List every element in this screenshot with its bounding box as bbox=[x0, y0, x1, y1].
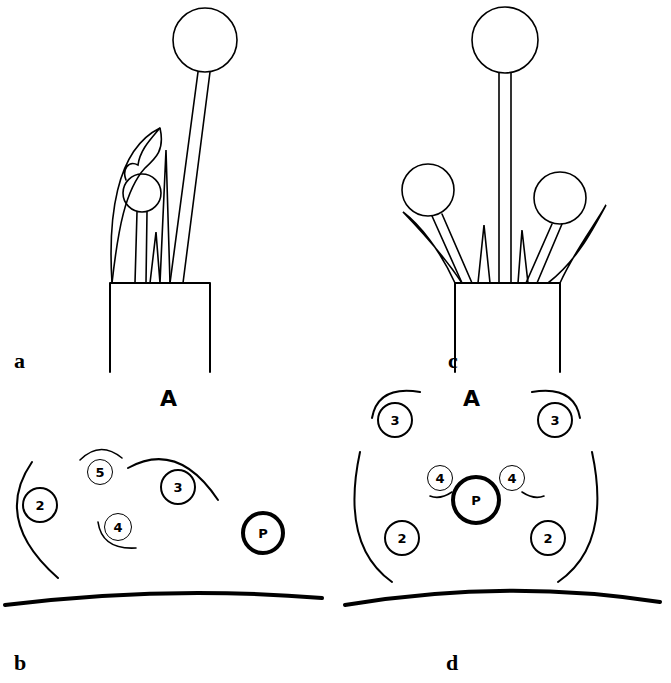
floral-organ-circle: 2 bbox=[384, 520, 420, 556]
filament bbox=[135, 212, 147, 283]
filament bbox=[526, 224, 562, 283]
floral-organ-circle: 2 bbox=[530, 520, 566, 556]
small-anther bbox=[123, 174, 161, 212]
floral-organ-circle: 3 bbox=[160, 469, 196, 505]
organ-number: 4 bbox=[113, 521, 122, 534]
floral-organ-circle: 4 bbox=[104, 513, 132, 541]
panel-letter: d bbox=[446, 652, 458, 674]
floral-organ-circle: P bbox=[451, 475, 501, 525]
anther bbox=[534, 172, 586, 224]
staminode bbox=[150, 150, 170, 283]
organ-number: 3 bbox=[173, 481, 182, 494]
tube bbox=[455, 283, 560, 372]
panel-letter: c bbox=[448, 350, 458, 372]
organ-number: 4 bbox=[435, 472, 444, 485]
floral-organ-circle: 4 bbox=[499, 465, 525, 491]
staminode bbox=[478, 225, 528, 283]
organ-number: 5 bbox=[95, 466, 104, 479]
perianth-arc bbox=[354, 452, 392, 582]
panel-letter: b bbox=[14, 652, 26, 674]
anther bbox=[173, 8, 237, 72]
anther bbox=[402, 164, 454, 216]
floral-organ-circle: 2 bbox=[22, 487, 58, 523]
organ-number: 4 bbox=[507, 472, 516, 485]
figure-letter: A bbox=[160, 388, 177, 410]
floral-organ-circle: 4 bbox=[427, 465, 453, 491]
perianth-arc bbox=[558, 452, 597, 582]
floral-organ-circle: 5 bbox=[87, 459, 113, 485]
anther bbox=[472, 7, 538, 73]
organ-number: P bbox=[471, 494, 481, 507]
perianth-arc bbox=[17, 462, 58, 578]
filament bbox=[170, 72, 210, 283]
panel-letter: a bbox=[14, 350, 25, 372]
floral-organ-circle: P bbox=[241, 511, 285, 555]
tube bbox=[110, 283, 210, 372]
hood-petal-inner bbox=[112, 128, 161, 283]
organ-number: 3 bbox=[390, 414, 399, 427]
filament bbox=[499, 73, 511, 283]
organ-number: P bbox=[258, 527, 268, 540]
organ-number: 3 bbox=[550, 414, 559, 427]
petal bbox=[548, 205, 606, 283]
perianth-arc bbox=[430, 492, 452, 497]
floral-organ-circle: 3 bbox=[377, 402, 413, 438]
organ-number: 2 bbox=[543, 532, 552, 545]
organ-number: 2 bbox=[397, 532, 406, 545]
perianth-arc bbox=[522, 492, 544, 497]
figure-letter: A bbox=[463, 388, 480, 410]
bract-line bbox=[345, 591, 660, 605]
petal bbox=[403, 212, 462, 283]
bract-line bbox=[5, 593, 322, 605]
organ-number: 2 bbox=[35, 499, 44, 512]
floral-organ-circle: 3 bbox=[537, 402, 573, 438]
filament bbox=[432, 214, 472, 283]
